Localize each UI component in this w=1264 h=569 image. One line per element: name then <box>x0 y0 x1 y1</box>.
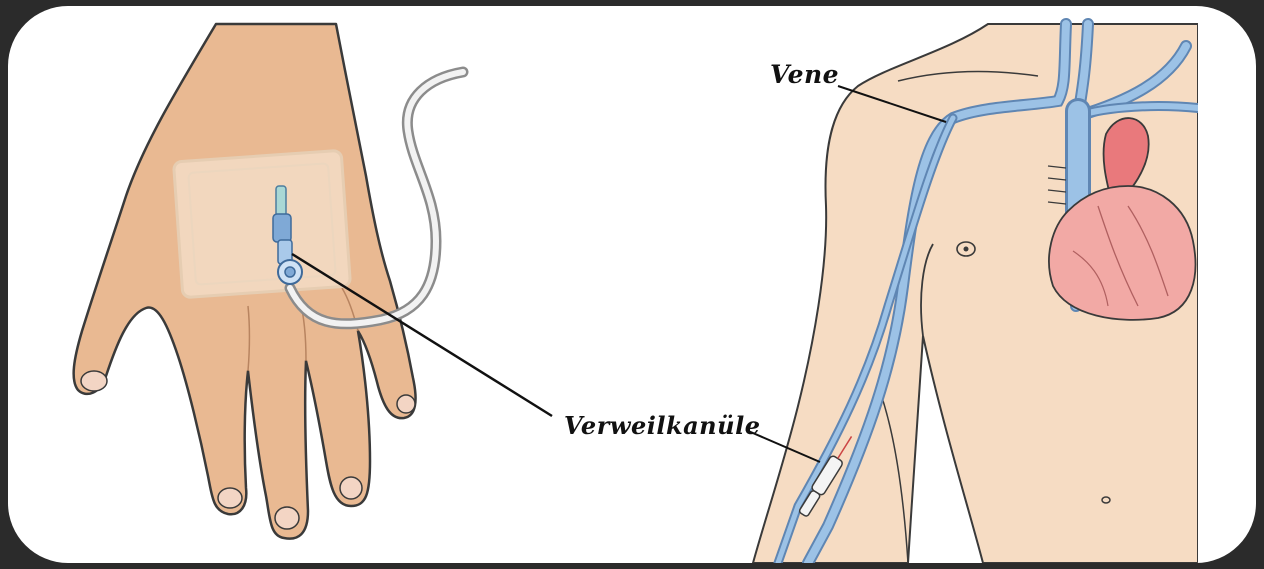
diagram-card: Vene Verweilkanüle <box>8 6 1256 563</box>
vein-label: Vene <box>770 60 839 89</box>
torso-illustration <box>753 24 1198 563</box>
fingernail <box>218 488 242 508</box>
fingernail <box>81 371 107 391</box>
fingernail <box>397 395 415 413</box>
diagram-artwork <box>8 6 1256 563</box>
fingernail <box>275 507 299 529</box>
cannula-label: Verweilkanüle <box>564 411 760 440</box>
fingernail <box>340 477 362 499</box>
hand-illustration <box>74 24 463 539</box>
